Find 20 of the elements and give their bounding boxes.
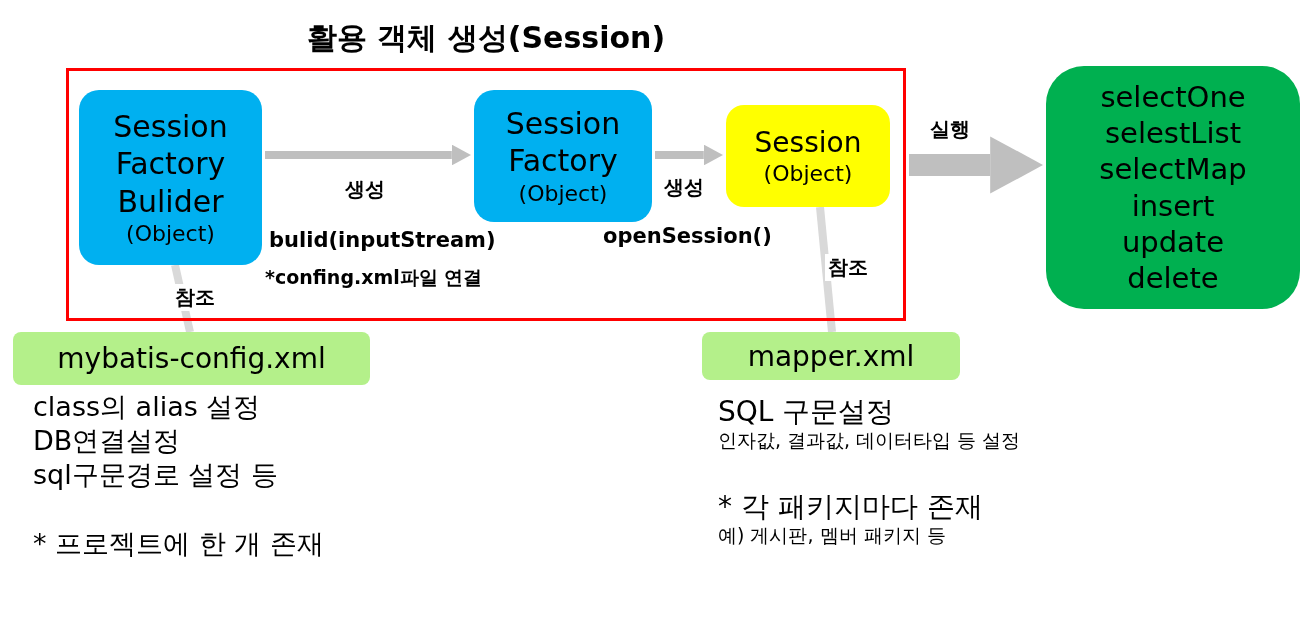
code-label: *confing.xml파일 연결 bbox=[264, 265, 484, 290]
note-text: * 각 패키지마다 존재 bbox=[718, 488, 984, 524]
process-box: mapper.xml bbox=[702, 332, 960, 380]
arrow bbox=[909, 136, 1043, 194]
title: 활용 객체 생성(Session) bbox=[305, 19, 667, 57]
note-text: DB연결설정 bbox=[33, 423, 182, 458]
code-label: bulid(inputStream) bbox=[268, 228, 497, 252]
code-label: openSession() bbox=[602, 224, 773, 248]
note-text: SQL 구문설정 bbox=[718, 394, 896, 429]
process-box: selectOne selestList selectMap insert update delete bbox=[1046, 66, 1300, 309]
connector-line bbox=[816, 206, 836, 333]
process-box: Session Factory (Object) bbox=[474, 90, 652, 222]
note-text: class의 alias 설정 bbox=[33, 390, 262, 424]
note-text: * 프로젝트에 한 개 존재 bbox=[33, 527, 325, 561]
note-text: 예) 게시판, 멤버 패키지 등 bbox=[718, 523, 947, 548]
process-box: mybatis-config.xml bbox=[13, 332, 370, 385]
note-text: sql구문경로 설정 등 bbox=[33, 457, 279, 492]
process-box: Session Factory Bulider (Object) bbox=[79, 90, 262, 265]
process-box: Session (Object) bbox=[726, 105, 890, 207]
note-text: 인자값, 결과값, 데이터타입 등 설정 bbox=[718, 429, 1022, 453]
